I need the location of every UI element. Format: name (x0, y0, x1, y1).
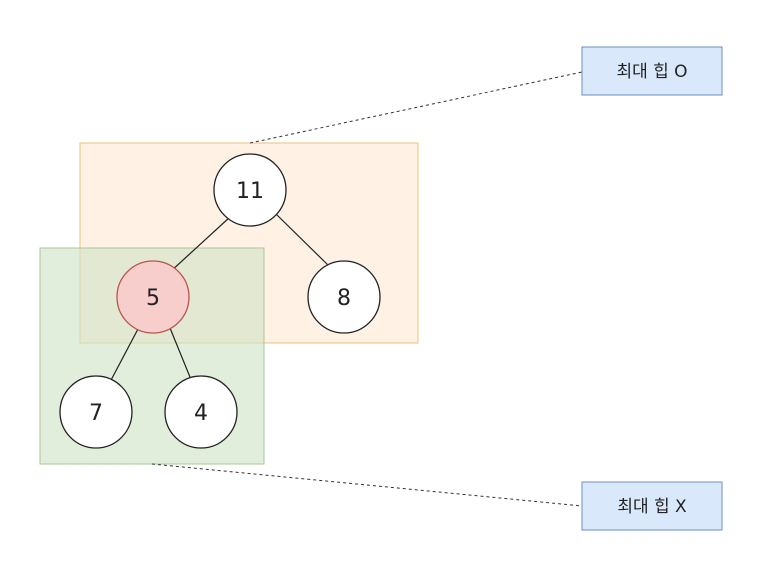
callout-invalid-label: 최대 힙 X (617, 497, 687, 517)
tree-node-left: 5 (116, 260, 190, 334)
callout-valid: 최대 힙 O (581, 46, 723, 96)
node-label-right: 8 (337, 286, 351, 311)
node-label-left: 5 (146, 286, 160, 311)
tree-node-root: 11 (213, 153, 287, 227)
edge-left-leftright (169, 327, 193, 383)
edge-root-left (169, 216, 231, 273)
tree-node-left-right: 4 (164, 375, 238, 449)
invalid-callout-connector (151, 463, 583, 507)
node-label-left-left: 7 (89, 401, 103, 426)
tree-node-left-left: 7 (59, 375, 133, 449)
edge-left-leftleft (109, 328, 139, 383)
valid-callout-connector (249, 71, 583, 144)
node-label-left-right: 4 (194, 401, 208, 426)
edge-root-right (275, 213, 331, 268)
callout-valid-label: 최대 힙 O (616, 62, 687, 82)
callout-invalid: 최대 힙 X (581, 481, 723, 531)
tree-node-right: 8 (307, 260, 381, 334)
node-label-root: 11 (236, 179, 264, 204)
